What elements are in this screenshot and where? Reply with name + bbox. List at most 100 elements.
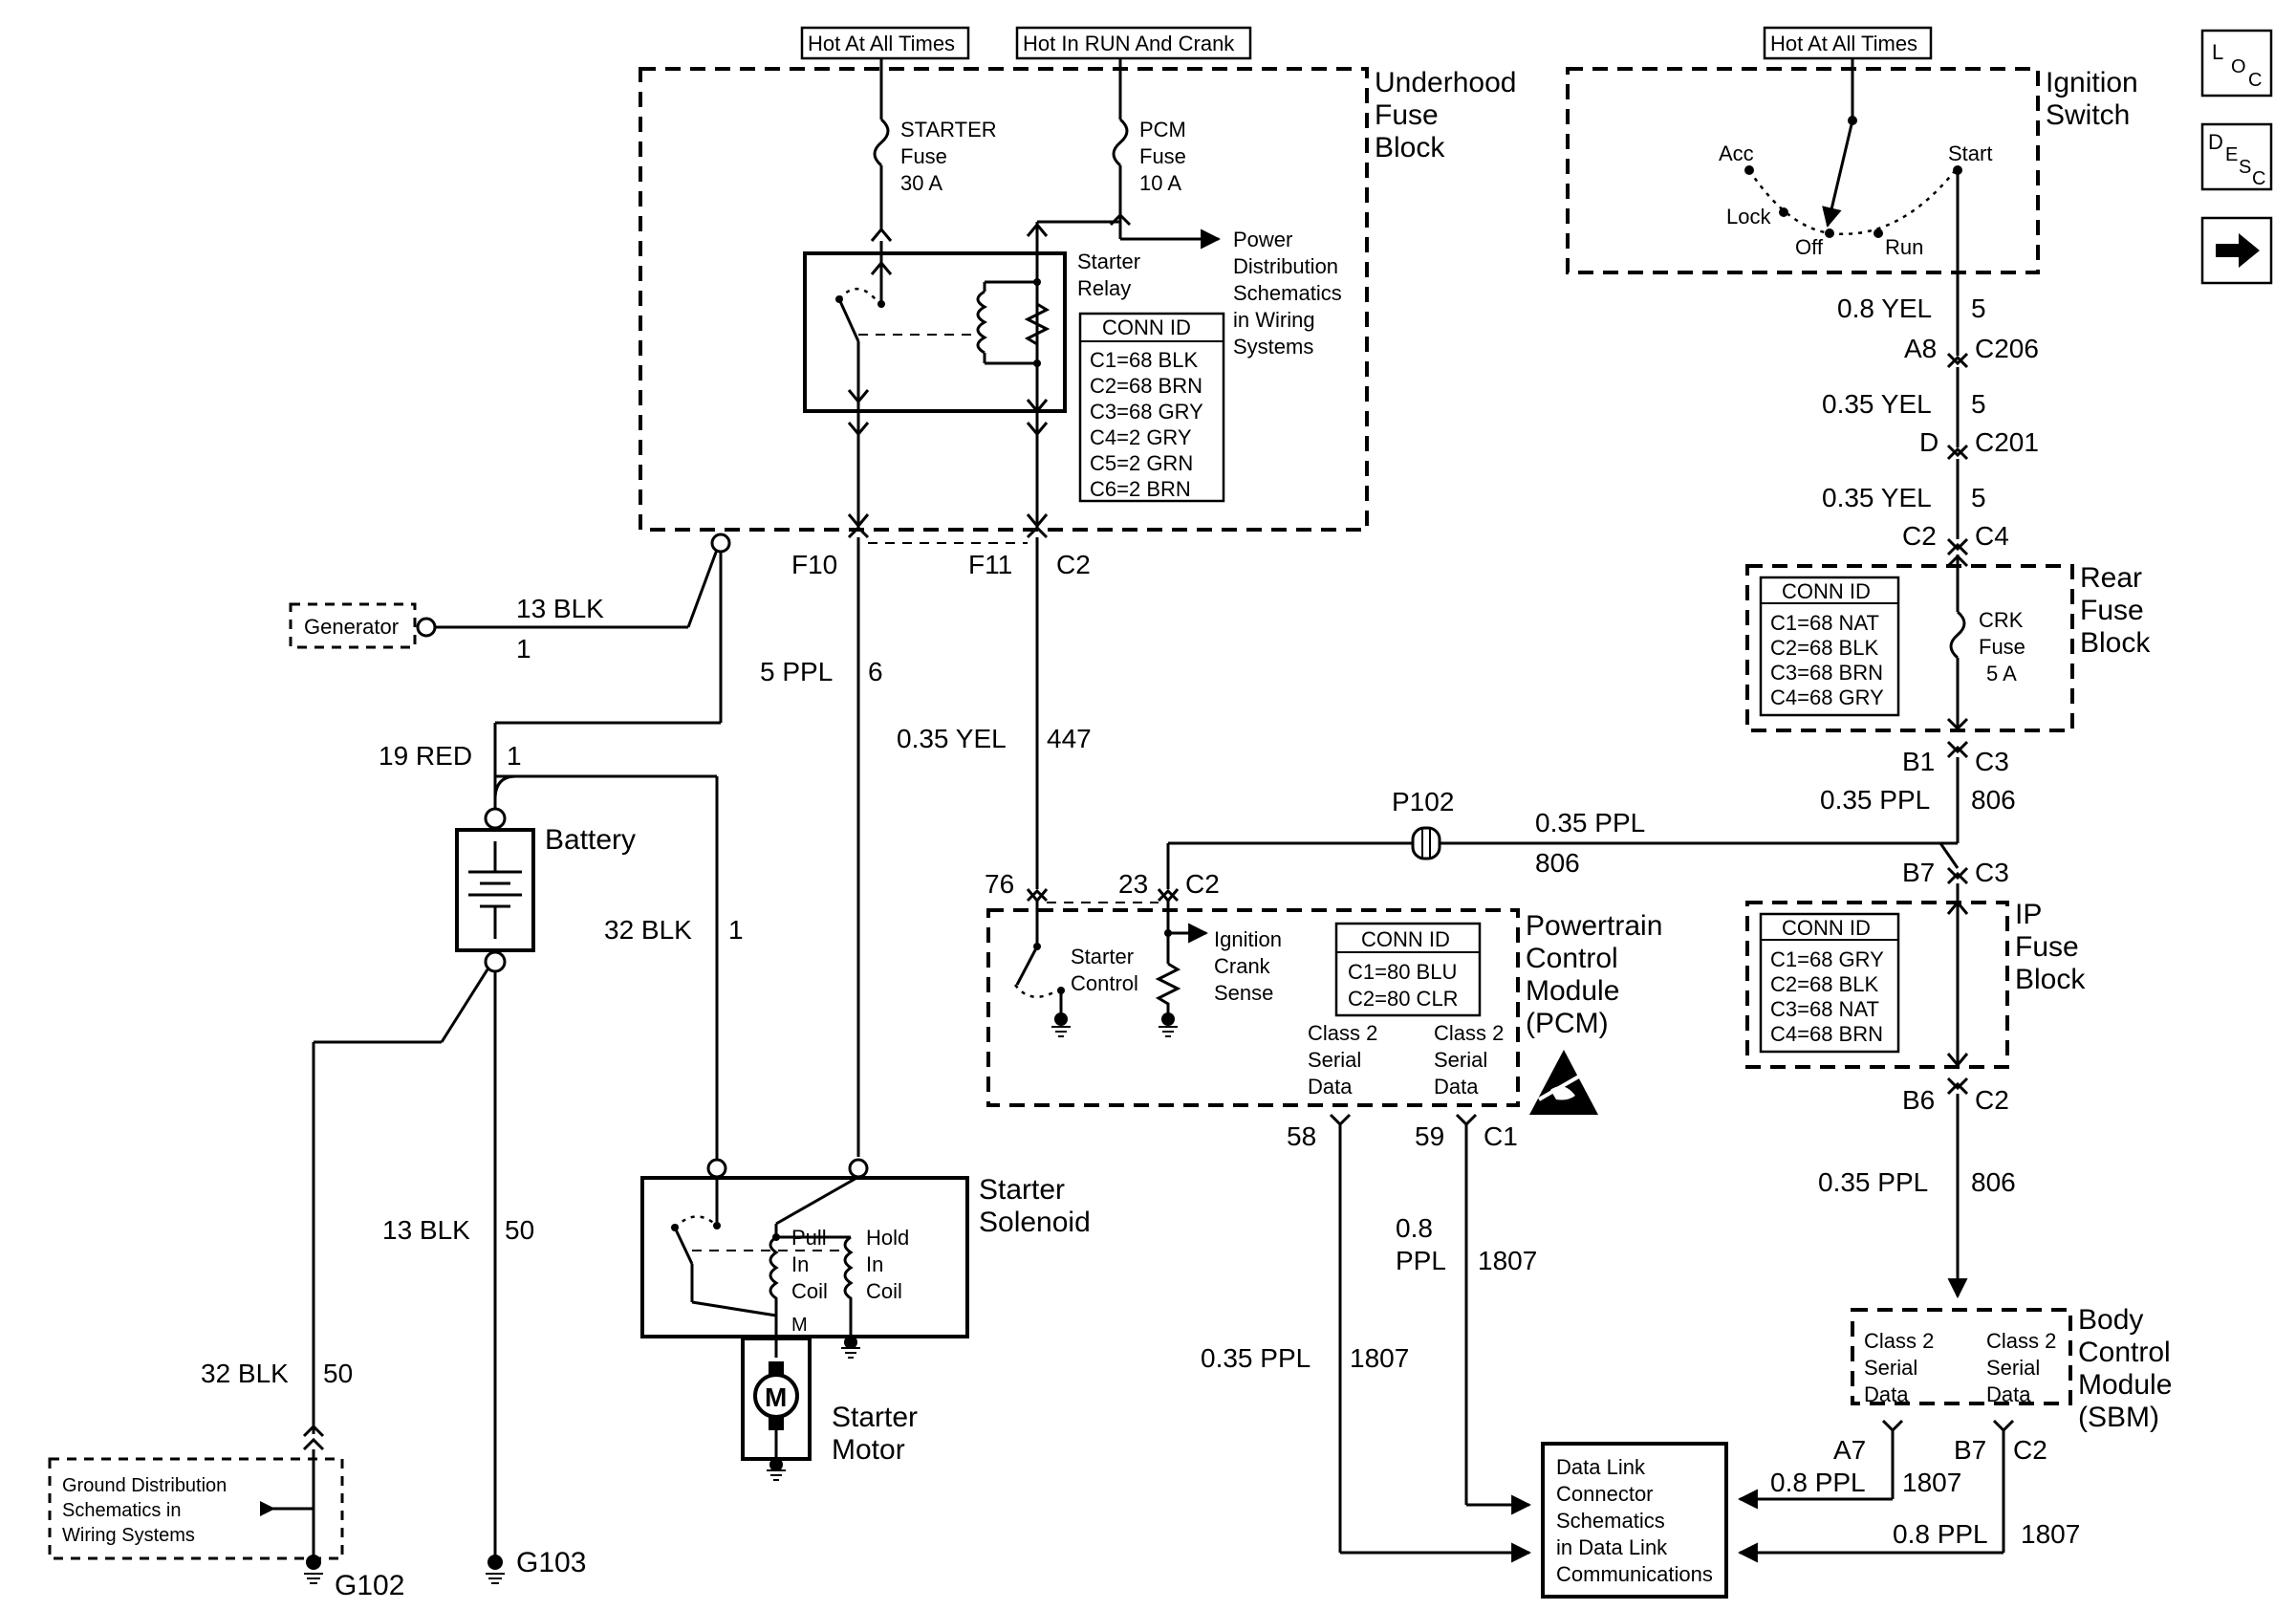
underhood-fuse-block: Underhood Fuse Block STARTER Fuse 30 A P… xyxy=(639,58,1516,554)
svg-text:10 A: 10 A xyxy=(1139,171,1181,195)
starter-relay: Starter Relay xyxy=(803,227,1140,414)
svg-text:0.8 YEL: 0.8 YEL xyxy=(1837,294,1932,323)
next-page-button[interactable] xyxy=(2200,216,2273,285)
svg-text:Rear: Rear xyxy=(2080,562,2142,594)
svg-text:23: 23 xyxy=(1118,869,1148,899)
svg-text:CONN ID: CONN ID xyxy=(1102,315,1191,339)
svg-text:C3=68 BRN: C3=68 BRN xyxy=(1770,661,1883,685)
svg-text:Distribution: Distribution xyxy=(1233,254,1338,278)
svg-text:C1=68 GRY: C1=68 GRY xyxy=(1770,947,1884,971)
svg-text:0.35 PPL: 0.35 PPL xyxy=(1535,808,1645,838)
svg-text:C206: C206 xyxy=(1975,334,2039,363)
svg-text:STARTER: STARTER xyxy=(900,118,997,141)
svg-text:Relay: Relay xyxy=(1077,276,1131,300)
svg-text:Coil: Coil xyxy=(866,1279,902,1303)
svg-text:C2: C2 xyxy=(2013,1435,2047,1465)
svg-text:0.35 PPL: 0.35 PPL xyxy=(1818,1167,1928,1197)
svg-text:F11: F11 xyxy=(968,550,1012,579)
svg-text:1: 1 xyxy=(728,915,744,945)
svg-text:806: 806 xyxy=(1535,848,1580,878)
svg-text:C3: C3 xyxy=(1975,747,2009,776)
svg-text:Off: Off xyxy=(1795,235,1824,259)
svg-text:S: S xyxy=(2239,157,2251,178)
p102-splice-icon xyxy=(1411,826,1441,860)
svg-text:Class 2: Class 2 xyxy=(1434,1021,1504,1045)
svg-text:Motor: Motor xyxy=(832,1434,905,1466)
svg-text:C1: C1 xyxy=(1484,1121,1518,1151)
svg-text:C3=68 GRY: C3=68 GRY xyxy=(1090,400,1203,424)
svg-text:L: L xyxy=(2212,40,2223,64)
svg-text:5 A: 5 A xyxy=(1986,662,2017,685)
svg-text:G102: G102 xyxy=(335,1570,404,1601)
svg-text:C2: C2 xyxy=(1185,869,1220,899)
svg-text:Serial: Serial xyxy=(1308,1048,1361,1072)
svg-text:In: In xyxy=(866,1252,883,1276)
arrow-right-icon xyxy=(2216,233,2260,268)
svg-text:C3=68 NAT: C3=68 NAT xyxy=(1770,997,1879,1021)
svg-text:0.35 YEL: 0.35 YEL xyxy=(1822,389,1932,419)
svg-text:G103: G103 xyxy=(516,1547,586,1578)
svg-text:Battery: Battery xyxy=(545,824,636,856)
svg-text:Control: Control xyxy=(2078,1337,2171,1368)
svg-text:Schematics in: Schematics in xyxy=(62,1500,182,1521)
svg-text:Block: Block xyxy=(1375,132,1445,163)
location-button[interactable]: L O C xyxy=(2200,29,2273,98)
svg-text:Fuse: Fuse xyxy=(1139,144,1186,168)
svg-text:806: 806 xyxy=(1971,1167,2016,1197)
svg-text:Lock: Lock xyxy=(1726,205,1771,228)
svg-text:C1=68 BLK: C1=68 BLK xyxy=(1090,348,1198,372)
svg-text:Switch: Switch xyxy=(2046,99,2130,131)
svg-text:Data: Data xyxy=(1308,1075,1353,1099)
svg-text:C2=80 CLR: C2=80 CLR xyxy=(1348,987,1459,1011)
starter-solenoid: Pull In Coil Hold In Coil M Starter Sole… xyxy=(640,1158,1091,1359)
pull-in-coil-icon xyxy=(769,1235,779,1337)
svg-text:B7: B7 xyxy=(1902,858,1935,887)
svg-text:C2: C2 xyxy=(1902,521,1937,551)
svg-text:CONN ID: CONN ID xyxy=(1782,916,1871,940)
svg-text:Coil: Coil xyxy=(791,1279,828,1303)
crank-sense-resistor-icon xyxy=(1155,962,1181,1019)
svg-text:C4=68 BRN: C4=68 BRN xyxy=(1770,1022,1883,1046)
svg-text:50: 50 xyxy=(505,1215,534,1245)
svg-text:PPL: PPL xyxy=(1396,1246,1446,1275)
svg-text:in Data Link: in Data Link xyxy=(1556,1535,1668,1559)
svg-text:Ignition: Ignition xyxy=(2046,67,2138,98)
svg-text:PCM: PCM xyxy=(1139,118,1186,141)
starter-motor: M Starter Motor xyxy=(741,1337,918,1481)
svg-text:447: 447 xyxy=(1047,724,1092,753)
svg-text:B1: B1 xyxy=(1902,747,1935,776)
ignition-switch: Ignition Switch Acc Start Lock Off Run xyxy=(1566,58,2138,274)
svg-text:Serial: Serial xyxy=(1864,1356,1917,1380)
svg-text:0.35 YEL: 0.35 YEL xyxy=(897,724,1007,753)
svg-text:C4=2 GRY: C4=2 GRY xyxy=(1090,425,1192,449)
svg-text:Data: Data xyxy=(1986,1382,2031,1406)
svg-text:0.8 PPL: 0.8 PPL xyxy=(1770,1468,1866,1497)
svg-text:C: C xyxy=(2248,70,2262,91)
svg-text:Crank: Crank xyxy=(1214,954,1271,978)
svg-text:Hot At All Times: Hot At All Times xyxy=(808,32,955,55)
svg-text:Hold: Hold xyxy=(866,1226,909,1250)
svg-text:C201: C201 xyxy=(1975,427,2039,457)
svg-text:1807: 1807 xyxy=(1478,1246,1537,1275)
svg-text:Body: Body xyxy=(2078,1304,2143,1336)
hot-in-run-crank-label: Hot In RUN And Crank xyxy=(1015,26,1252,60)
svg-text:13 BLK: 13 BLK xyxy=(382,1215,470,1245)
svg-text:Schematics: Schematics xyxy=(1233,281,1342,305)
svg-text:32 BLK: 32 BLK xyxy=(201,1359,289,1388)
description-button[interactable]: D E S C xyxy=(2200,122,2273,191)
svg-text:Hot In RUN And Crank: Hot In RUN And Crank xyxy=(1023,32,1235,55)
svg-text:Systems: Systems xyxy=(1233,335,1313,359)
svg-text:Class 2: Class 2 xyxy=(1864,1329,1934,1353)
svg-text:Class 2: Class 2 xyxy=(1986,1329,2056,1353)
svg-text:C4: C4 xyxy=(1975,521,2009,551)
svg-text:Wiring Systems: Wiring Systems xyxy=(62,1525,195,1546)
svg-text:Module: Module xyxy=(2078,1369,2172,1401)
svg-text:Control: Control xyxy=(1526,943,1618,974)
svg-text:Fuse: Fuse xyxy=(1375,99,1439,131)
svg-text:CRK: CRK xyxy=(1979,608,2024,632)
svg-text:1807: 1807 xyxy=(1350,1343,1409,1373)
svg-text:Serial: Serial xyxy=(1434,1048,1487,1072)
pcm-fuse-icon xyxy=(1112,118,1129,167)
ip-fuse-block: IP Fuse Block CONN ID C1=68 GRY C2=68 BL… xyxy=(1745,883,2086,1069)
